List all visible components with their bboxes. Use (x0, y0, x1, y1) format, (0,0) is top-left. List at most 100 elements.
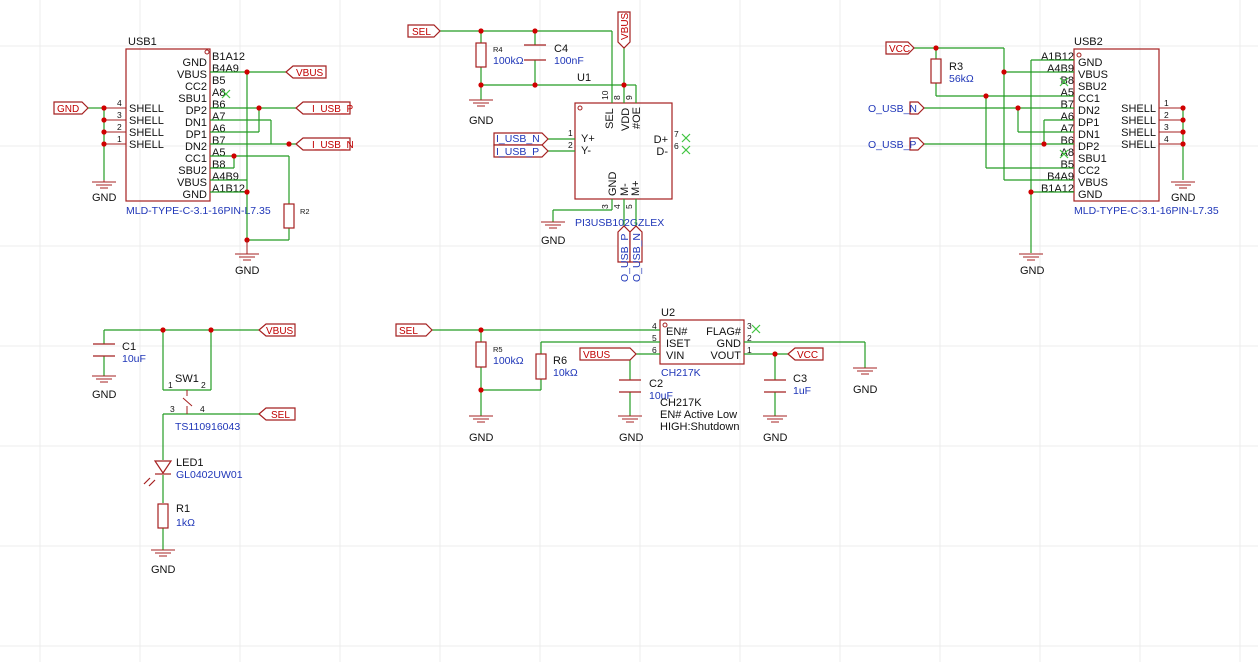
u2-pin-number: 4 (652, 321, 657, 331)
usb2-pin-name: DP2 (1078, 141, 1099, 153)
net-flag-sel-u1[interactable]: SEL (407, 24, 441, 38)
usb2-designator: USB2 (1074, 36, 1103, 48)
u1-pin-number: 3 (600, 204, 610, 209)
usb1-junctions (101, 69, 292, 243)
junction-dot (256, 105, 262, 111)
usb2-pin-name: DN2 (1078, 105, 1100, 117)
r1-value: 1kΩ (176, 517, 195, 529)
u1-pin-number: 5 (624, 204, 634, 209)
c2-value: 10uF (649, 390, 673, 402)
u2-wires (432, 329, 866, 416)
junction-dot (621, 82, 627, 88)
ground-label: GND (469, 115, 494, 127)
junction-dot (532, 82, 538, 88)
u1-pin-name: D- (656, 146, 668, 158)
net-flag-sel-u2[interactable]: SEL (395, 323, 433, 337)
usb2-connector[interactable]: USB2 MLD-TYPE-C-3.1-16PIN-L7.35 GND VBUS… (1041, 36, 1219, 217)
junction-dot (478, 28, 484, 34)
r3-designator: R3 (949, 61, 963, 73)
net-flag-vbus-sw[interactable]: VBUS (258, 323, 296, 337)
usb2-shell-name: SHELL (1121, 139, 1156, 151)
usb2-shell-name: SHELL (1121, 103, 1156, 115)
usb1-part: MLD-TYPE-C-3.1-16PIN-L7.35 (126, 205, 271, 217)
ground-symbol (151, 549, 175, 557)
u1-designator: U1 (577, 72, 591, 84)
resistor-r2[interactable]: R2 (283, 203, 310, 229)
led-led1[interactable]: LED1 GL0402UW01 (143, 457, 243, 487)
junction-dot (160, 327, 166, 333)
u1-junctions (478, 28, 627, 88)
u1-pin-name: GND (607, 172, 619, 197)
net-flag-vcc-usb2[interactable]: VCC (885, 41, 915, 55)
u2-pin-number: 3 (747, 321, 752, 331)
resistor-r3[interactable]: R3 56kΩ (930, 58, 974, 85)
junction-dot (478, 387, 484, 393)
usb1-pin-name: GND (183, 189, 208, 201)
net-label: VCC (889, 44, 910, 55)
resistor-r1[interactable]: R1 1kΩ (157, 503, 195, 529)
u1-pin-name: #OE (631, 107, 643, 129)
capacitor-c4[interactable]: C4 100nF (524, 43, 584, 67)
junction-dot (1015, 105, 1021, 111)
net-flag-vbus-u1[interactable]: VBUS (617, 11, 631, 49)
resistor-r6[interactable]: R6 10kΩ (535, 353, 578, 380)
usb2-wires (914, 47, 1184, 253)
note-line: CH217K (660, 397, 702, 409)
u2-power-switch-ic[interactable]: U2 CH217K EN# ISET VIN 4 5 6 FLAG# GND V… (652, 307, 761, 379)
net-flag-i-usb-n[interactable]: I_USB_N (295, 137, 354, 151)
sw1-pin-number: 4 (200, 404, 205, 414)
usb1-pin-name: CC2 (185, 81, 207, 93)
ground-symbol (853, 367, 877, 375)
sw1-pin-number: 2 (201, 380, 206, 390)
usb2-pin-number: A4B9 (1047, 63, 1074, 75)
net-label: O_USB_N (868, 103, 917, 115)
junction-dot (478, 327, 484, 333)
u1-pin-number: 1 (568, 128, 573, 138)
usb1-pin-name: DN1 (185, 117, 207, 129)
net-flag-gnd-in[interactable]: GND (53, 101, 89, 115)
usb2-pin-number: B8 (1061, 75, 1074, 87)
capacitor-c2[interactable]: C2 10uF (619, 378, 673, 402)
usb1-pin-number: B7 (212, 135, 225, 147)
r5-value: 100kΩ (493, 355, 524, 367)
net-flag-o-usb-p-usb2[interactable]: O_USB_P (868, 137, 925, 151)
usb1-shell-pin-lines (104, 107, 126, 145)
switch-sw1[interactable]: SW1 1 2 3 4 TS110916043 (168, 373, 240, 433)
resistor-r5[interactable]: R5 100kΩ (475, 341, 524, 368)
net-flag-sel-sw[interactable]: SEL (258, 407, 296, 421)
usb2-pin-name: VBUS (1078, 69, 1108, 81)
usb1-no-connect (221, 89, 231, 99)
net-label: VBUS (620, 12, 631, 40)
net-label: SEL (399, 326, 418, 337)
usb1-pin-number: B5 (212, 75, 225, 87)
net-flag-o-usb-n-u1[interactable]: O_USB_N (629, 225, 643, 282)
junction-dot (244, 69, 250, 75)
usb1-designator: USB1 (128, 36, 157, 48)
c2-designator: C2 (649, 378, 663, 390)
usb1-pin-number: B6 (212, 99, 225, 111)
net-flag-i-usb-p-u1[interactable]: I_USB_P (493, 144, 549, 158)
usb2-shell-name: SHELL (1121, 115, 1156, 127)
u1-switch-ic[interactable]: U1 PI3USB102GZLEX SEL VDD #OE 10 8 9 Y+ … (568, 72, 691, 229)
usb1-pin-number: B4A9 (212, 63, 239, 75)
resistor-r4[interactable]: R4 100kΩ (475, 42, 524, 68)
net-flag-vbus-usb1[interactable]: VBUS (285, 65, 327, 79)
usb2-pin-name: SBU1 (1078, 153, 1107, 165)
usb2-pin-number: B5 (1061, 159, 1074, 171)
r6-designator: R6 (553, 355, 567, 367)
net-flag-vcc-u2[interactable]: VCC (787, 347, 824, 361)
junction-dot (1001, 69, 1007, 75)
usb2-pin-number: A5 (1061, 87, 1074, 99)
capacitor-c1[interactable]: C1 10uF (93, 341, 146, 365)
net-flag-i-usb-n-u1[interactable]: I_USB_N (493, 132, 549, 146)
usb2-body (1073, 48, 1160, 202)
usb1-pin-number: A5 (212, 147, 225, 159)
net-flag-o-usb-p-u1[interactable]: O_USB_P (617, 225, 631, 282)
net-flag-o-usb-n-usb2[interactable]: O_USB_N (868, 101, 925, 115)
net-flag-vbus-u2[interactable]: VBUS (579, 347, 637, 361)
u1-pin-number: 8 (612, 95, 622, 100)
net-flag-i-usb-p[interactable]: I_USB_P (295, 101, 353, 115)
capacitor-c3[interactable]: C3 1uF (764, 373, 811, 397)
usb1-pin-number: A4B9 (212, 171, 239, 183)
